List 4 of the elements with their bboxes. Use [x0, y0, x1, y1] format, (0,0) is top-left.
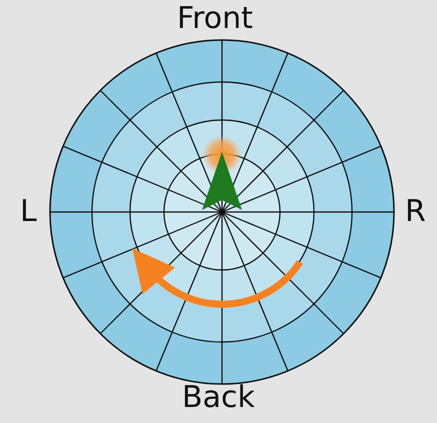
direction-label: Back	[182, 383, 255, 413]
direction-label: Front	[177, 4, 253, 34]
direction-label: R	[405, 197, 426, 227]
direction-label: L	[20, 197, 37, 227]
